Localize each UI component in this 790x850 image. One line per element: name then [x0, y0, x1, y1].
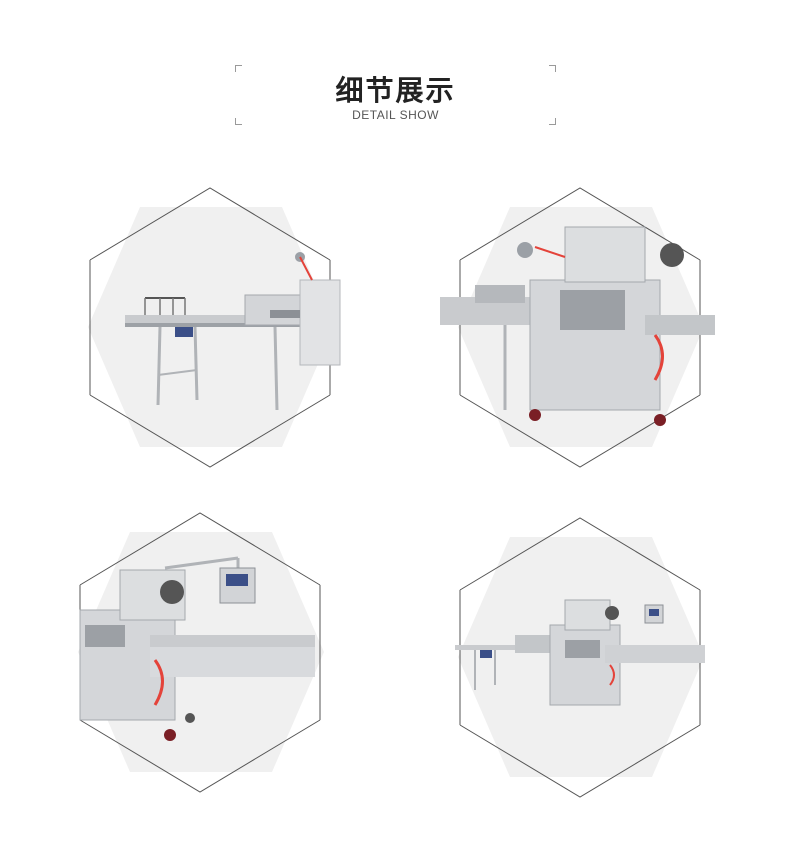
corner-bracket-bottom-left	[235, 118, 242, 125]
sealing-machine-control-panel-icon	[78, 512, 324, 793]
detail-image-2	[440, 185, 720, 470]
detail-image-4	[440, 515, 720, 800]
corner-bracket-top-right	[549, 65, 556, 72]
conveyor-machine-left-view-icon	[88, 187, 341, 468]
corner-bracket-top-left	[235, 65, 242, 72]
corner-bracket-bottom-right	[549, 118, 556, 125]
sealing-machine-closeup-icon	[440, 187, 715, 468]
section-header: 细节展示 DETAIL SHOW	[235, 65, 556, 125]
detail-image-3	[60, 510, 340, 795]
section-title: 细节展示	[335, 74, 456, 107]
section-subtitle: DETAIL SHOW	[352, 108, 439, 122]
detail-image-1	[70, 185, 350, 470]
full-machine-overview-icon	[455, 517, 705, 798]
